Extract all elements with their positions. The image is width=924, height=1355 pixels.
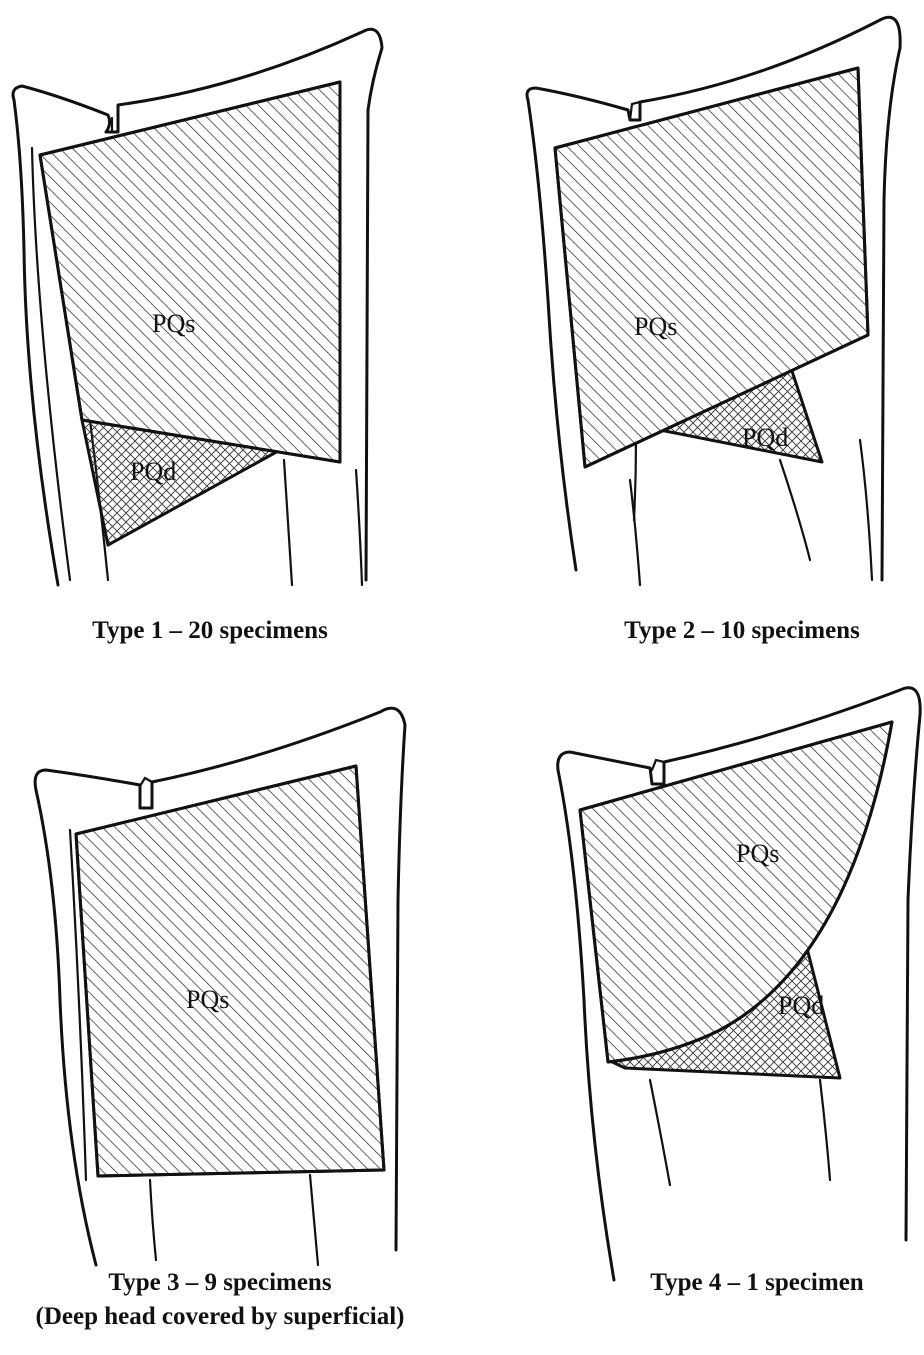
superficial-head-pqs (40, 82, 340, 462)
superficial-head-pqs (76, 766, 384, 1176)
caption-text: Type 4 – 1 specimen (650, 1269, 863, 1296)
superficial-head-pqs (580, 722, 892, 1062)
panel-type-3: PQs (35, 708, 405, 1265)
label-pqd: PQd (130, 457, 176, 486)
label-pqs: PQs (152, 309, 195, 338)
panel-type-1: PQs PQd (13, 29, 382, 585)
label-pqs: PQs (634, 312, 677, 341)
caption-type-1: Type 1 – 20 specimens (40, 614, 380, 648)
label-pqs: PQs (186, 985, 229, 1014)
caption-subtext: (Deep head covered by superficial) (0, 1300, 440, 1334)
label-pqd: PQd (742, 423, 788, 452)
caption-text: Type 2 – 10 specimens (624, 617, 860, 644)
caption-text: Type 1 – 20 specimens (92, 617, 328, 644)
panel-type-4: PQs PQd (558, 688, 920, 1280)
caption-text: Type 3 – 9 specimens (0, 1266, 440, 1300)
panel-type-2: PQs PQd (527, 17, 900, 585)
caption-type-3: Type 3 – 9 specimens (Deep head covered … (0, 1266, 440, 1334)
caption-type-2: Type 2 – 10 specimens (560, 614, 924, 648)
caption-type-4: Type 4 – 1 specimen (590, 1266, 924, 1300)
label-pqd: PQd (778, 991, 824, 1020)
label-pqs: PQs (736, 839, 779, 868)
superficial-head-pqs (555, 68, 868, 467)
